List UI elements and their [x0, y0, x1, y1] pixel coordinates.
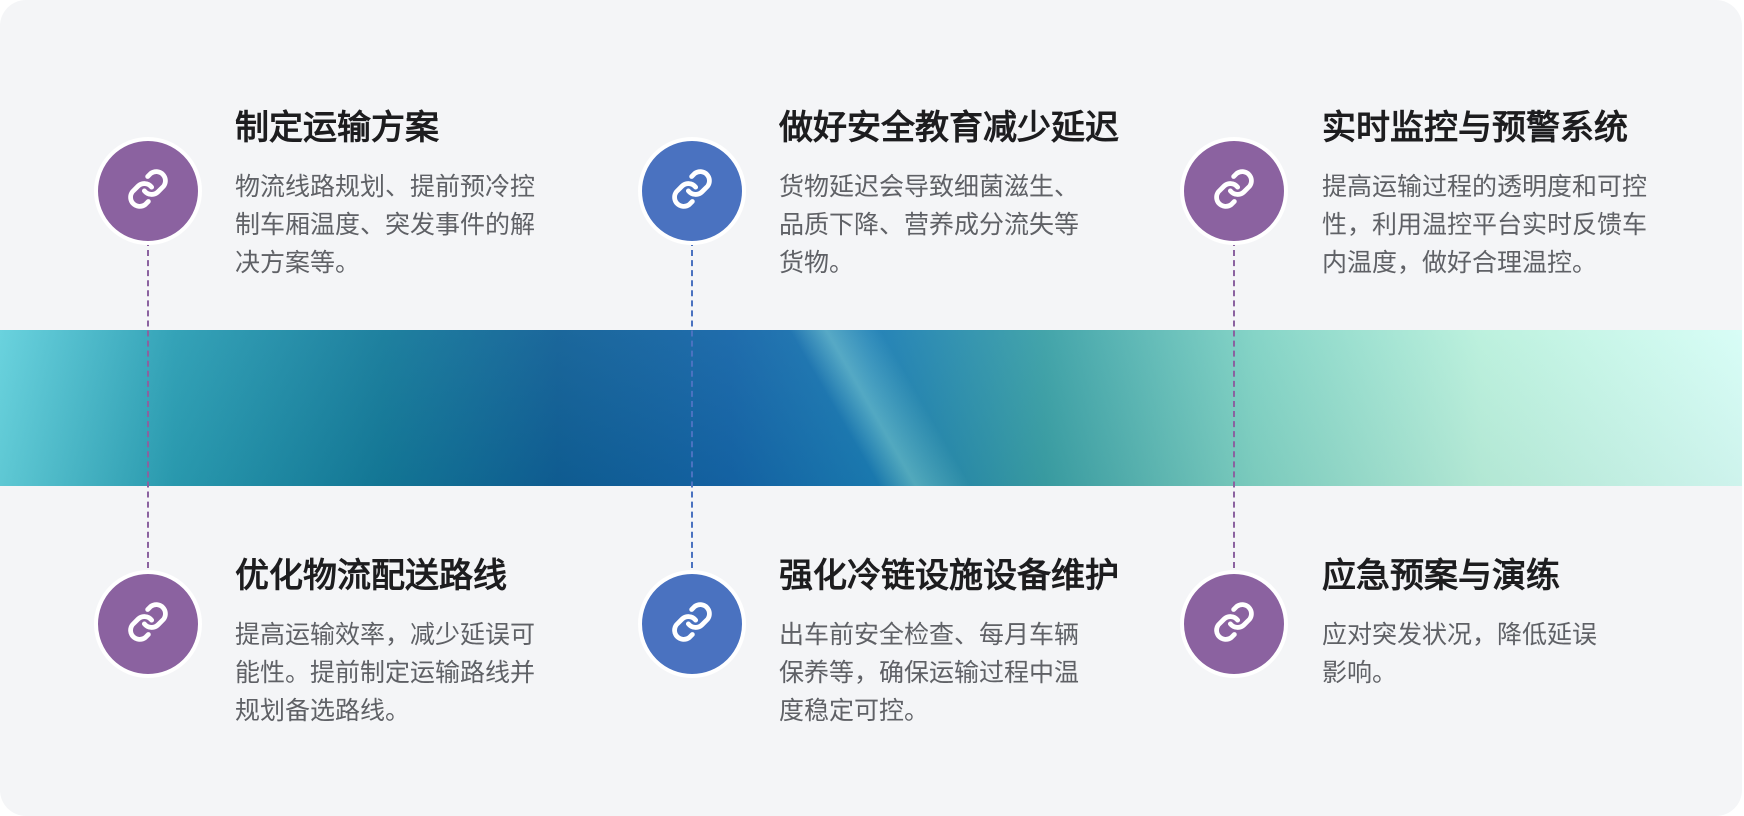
item-title: 做好安全教育减少延迟 — [779, 108, 1119, 148]
description-line: 影响。 — [1322, 658, 1398, 687]
gradient-band — [0, 330, 1742, 486]
description-line: 货物。 — [779, 248, 855, 277]
description-line: 物流线路规划、提前预冷控 — [235, 172, 536, 201]
item-description: 物流线路规划、提前预冷控制车厢温度、突发事件的解决方案等。 — [235, 168, 535, 282]
link-icon-badge — [94, 570, 202, 678]
link-icon-badge — [1180, 570, 1288, 678]
link-icon — [670, 167, 714, 215]
description-line: 内温度，做好合理温控。 — [1322, 248, 1598, 277]
item-description: 出车前安全检查、每月车辆保养等，确保运输过程中温度稳定可控。 — [779, 616, 1079, 730]
description-line: 保养等，确保运输过程中温 — [779, 658, 1080, 687]
item-description: 提高运输过程的透明度和可控性，利用温控平台实时反馈车内温度，做好合理温控。 — [1322, 168, 1647, 282]
link-icon-badge — [1180, 137, 1288, 245]
link-icon-badge — [638, 570, 746, 678]
link-icon — [670, 600, 714, 648]
link-icon-badge — [94, 137, 202, 245]
description-line: 能性。提前制定运输路线并 — [235, 658, 536, 687]
description-line: 货物延迟会导致细菌滋生、 — [779, 172, 1080, 201]
dashed-connector — [1233, 240, 1235, 578]
item-title: 优化物流配送路线 — [235, 556, 507, 596]
item-title: 强化冷链设施设备维护 — [779, 556, 1119, 596]
description-line: 决方案等。 — [235, 248, 361, 277]
description-line: 制车厢温度、突发事件的解 — [235, 210, 536, 239]
description-line: 应对突发状况，降低延误 — [1322, 620, 1598, 649]
link-icon-badge — [638, 137, 746, 245]
link-icon — [1212, 600, 1256, 648]
item-title: 实时监控与预警系统 — [1322, 108, 1628, 148]
description-line: 提高运输效率，减少延误可 — [235, 620, 536, 649]
description-line: 出车前安全检查、每月车辆 — [779, 620, 1080, 649]
description-line: 提高运输过程的透明度和可控 — [1322, 172, 1648, 201]
description-line: 度稳定可控。 — [779, 696, 930, 725]
description-line: 品质下降、营养成分流失等 — [779, 210, 1080, 239]
item-description: 应对突发状况，降低延误影响。 — [1322, 616, 1597, 692]
dashed-connector — [691, 240, 693, 578]
link-icon — [1212, 167, 1256, 215]
item-title: 应急预案与演练 — [1322, 556, 1560, 596]
link-icon — [126, 167, 170, 215]
item-description: 提高运输效率，减少延误可能性。提前制定运输路线并规划备选路线。 — [235, 616, 535, 730]
item-title: 制定运输方案 — [235, 108, 439, 148]
description-line: 性，利用温控平台实时反馈车 — [1322, 210, 1648, 239]
dashed-connector — [147, 240, 149, 578]
item-description: 货物延迟会导致细菌滋生、品质下降、营养成分流失等货物。 — [779, 168, 1079, 282]
link-icon — [126, 600, 170, 648]
description-line: 规划备选路线。 — [235, 696, 411, 725]
